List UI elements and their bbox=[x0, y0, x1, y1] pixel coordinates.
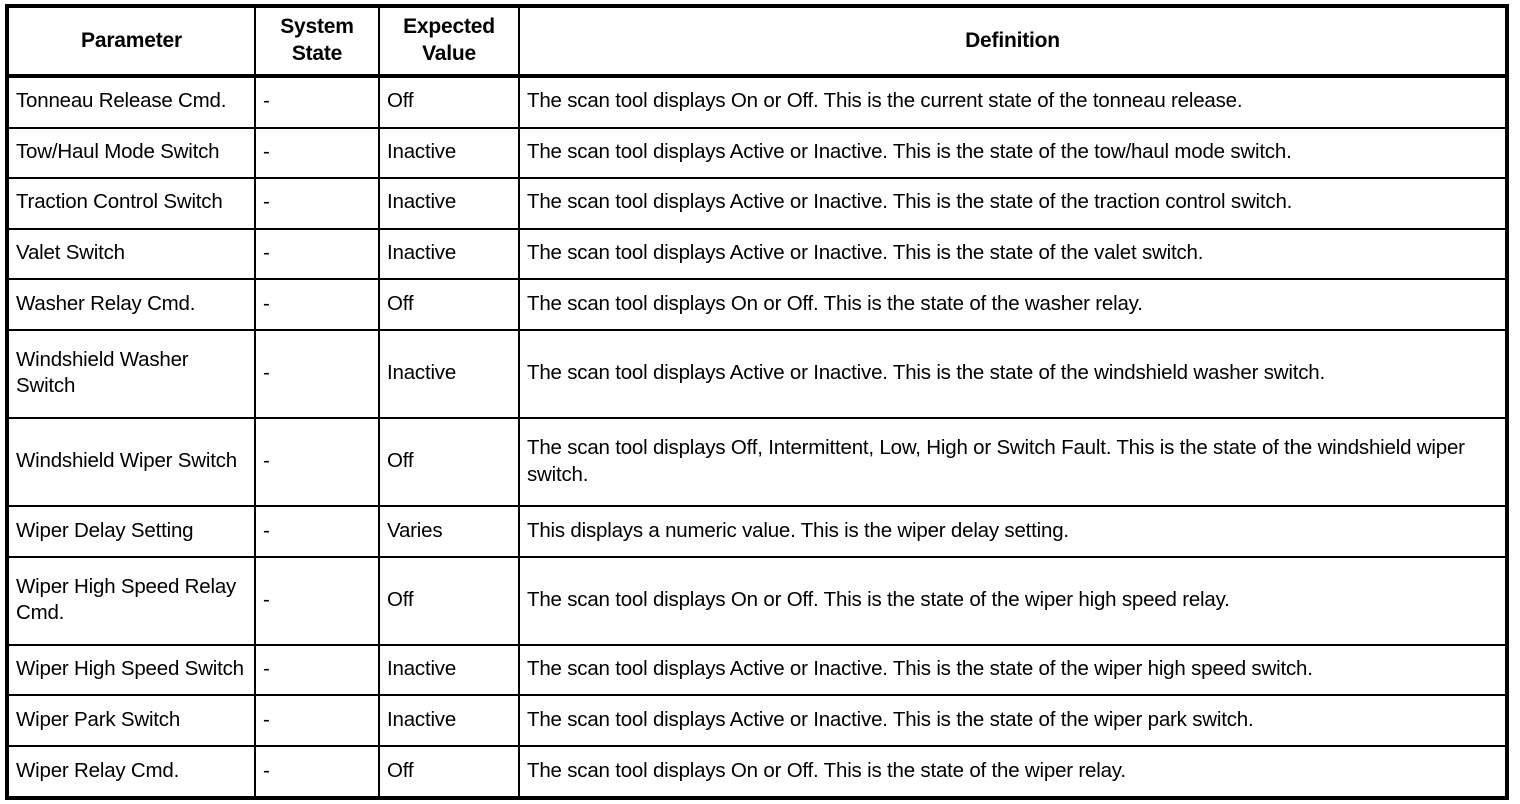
cell-parameter: Windshield Washer Switch bbox=[6, 328, 256, 419]
column-header-parameter: Parameter bbox=[6, 5, 256, 78]
cell-parameter: Wiper Relay Cmd. bbox=[6, 744, 256, 800]
cell-definition: The scan tool displays On or Off. This i… bbox=[518, 555, 1508, 646]
cell-parameter: Wiper High Speed Switch bbox=[6, 643, 256, 697]
scan-tool-parameter-table: Parameter System State Expected Value De… bbox=[5, 4, 1509, 800]
cell-definition: The scan tool displays Active or Inactiv… bbox=[518, 694, 1508, 747]
cell-expected-value: Inactive bbox=[378, 328, 520, 419]
cell-expected-value: Inactive bbox=[378, 227, 520, 281]
cell-parameter: Tonneau Release Cmd. bbox=[6, 74, 256, 129]
cell-definition: The scan tool displays On or Off. This i… bbox=[518, 278, 1508, 331]
cell-expected-value: Varies bbox=[378, 505, 520, 558]
cell-expected-value: Off bbox=[378, 74, 520, 129]
column-header-expected-value-line1: Expected bbox=[403, 15, 495, 38]
cell-parameter: Washer Relay Cmd. bbox=[6, 278, 256, 331]
cell-expected-value: Off bbox=[378, 278, 520, 331]
cell-definition: The scan tool displays On or Off. This i… bbox=[518, 74, 1508, 129]
cell-system-state: - bbox=[254, 643, 380, 697]
cell-expected-value: Off bbox=[378, 744, 520, 800]
cell-parameter: Wiper High Speed Relay Cmd. bbox=[6, 555, 256, 646]
cell-expected-value: Off bbox=[378, 555, 520, 646]
cell-parameter: Wiper Delay Setting bbox=[6, 505, 256, 558]
cell-expected-value: Inactive bbox=[378, 643, 520, 697]
column-header-expected-value: Expected Value bbox=[378, 5, 520, 78]
column-header-system-state-line2: State bbox=[291, 42, 343, 66]
cell-parameter: Traction Control Switch bbox=[6, 177, 256, 230]
column-header-definition: Definition bbox=[518, 5, 1508, 78]
cell-parameter: Wiper Park Switch bbox=[6, 694, 256, 747]
cell-expected-value: Off bbox=[378, 416, 520, 508]
cell-definition: The scan tool displays Off, Intermittent… bbox=[518, 416, 1508, 508]
cell-parameter: Valet Switch bbox=[6, 227, 256, 281]
cell-definition: The scan tool displays Active or Inactiv… bbox=[518, 227, 1508, 281]
cell-system-state: - bbox=[254, 694, 380, 747]
cell-system-state: - bbox=[254, 74, 380, 129]
cell-system-state: - bbox=[254, 555, 380, 646]
column-header-system-state-line1: System bbox=[280, 15, 354, 38]
cell-parameter: Windshield Wiper Switch bbox=[6, 416, 256, 508]
cell-system-state: - bbox=[254, 278, 380, 331]
cell-system-state: - bbox=[254, 177, 380, 230]
cell-definition: The scan tool displays Active or Inactiv… bbox=[518, 177, 1508, 230]
parameter-table-container: Parameter System State Expected Value De… bbox=[5, 4, 1509, 800]
cell-expected-value: Inactive bbox=[378, 126, 520, 180]
cell-expected-value: Inactive bbox=[378, 177, 520, 230]
column-header-system-state: System State bbox=[254, 5, 380, 78]
cell-system-state: - bbox=[254, 505, 380, 558]
cell-system-state: - bbox=[254, 328, 380, 419]
table-header: Parameter System State Expected Value De… bbox=[6, 5, 1508, 78]
cell-system-state: - bbox=[254, 416, 380, 508]
cell-parameter: Tow/Haul Mode Switch bbox=[6, 126, 256, 180]
cell-definition: The scan tool displays Active or Inactiv… bbox=[518, 328, 1508, 419]
cell-definition: The scan tool displays On or Off. This i… bbox=[518, 744, 1508, 800]
column-header-expected-value-line2: Value bbox=[422, 42, 476, 66]
cell-definition: The scan tool displays Active or Inactiv… bbox=[518, 643, 1508, 697]
cell-definition: This displays a numeric value. This is t… bbox=[518, 505, 1508, 558]
cell-system-state: - bbox=[254, 227, 380, 281]
cell-expected-value: Inactive bbox=[378, 694, 520, 747]
cell-system-state: - bbox=[254, 744, 380, 800]
cell-system-state: - bbox=[254, 126, 380, 180]
cell-definition: The scan tool displays Active or Inactiv… bbox=[518, 126, 1508, 180]
header-row: Parameter System State Expected Value De… bbox=[6, 5, 1508, 78]
